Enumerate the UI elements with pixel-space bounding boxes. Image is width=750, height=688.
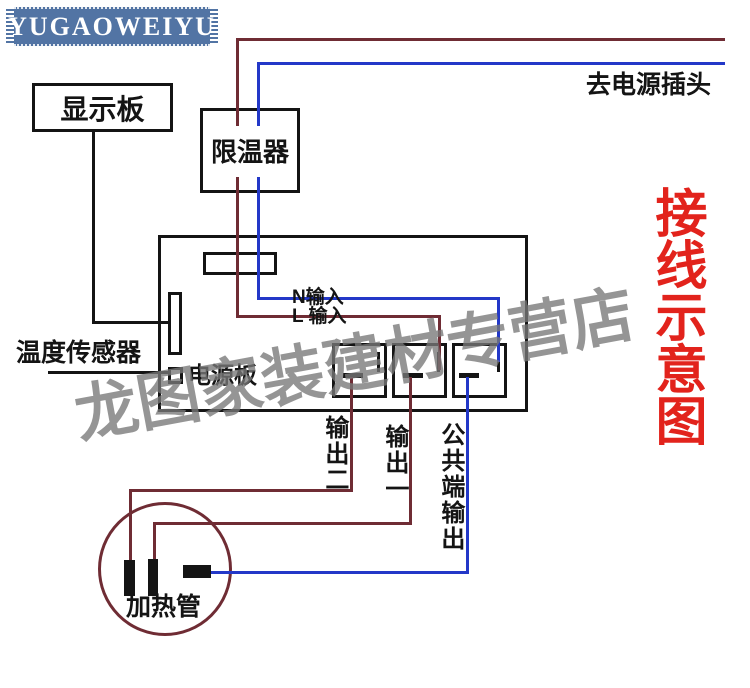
display-wire-vertical xyxy=(92,132,95,324)
output1-wire-horizontal xyxy=(153,522,412,525)
to-power-plug-label: 去电源插头 xyxy=(586,71,712,99)
brand-text: YUGAOWEIYU xyxy=(8,11,216,41)
neutral-wire-top-horizontal xyxy=(257,62,725,65)
logo-fringe-right xyxy=(210,9,218,44)
neutral-wire-n-input-horizontal xyxy=(257,297,500,300)
live-wire-l-input-horizontal xyxy=(236,315,441,318)
power-board-label: 电源板 xyxy=(188,362,257,388)
live-wire-limiter-to-board xyxy=(236,177,239,318)
common-output-label: 公共端输出 xyxy=(436,422,464,552)
sensor-wire-horizontal xyxy=(48,371,170,374)
output2-wire-to-heater xyxy=(129,489,132,563)
brand-logo: YUGAOWEIYU xyxy=(6,7,218,46)
terminal-pin-block1 xyxy=(377,352,380,372)
neutral-wire-drop-to-limiter xyxy=(257,62,260,126)
output1-label: 输出一 xyxy=(380,424,408,502)
live-wire-top-horizontal xyxy=(236,38,725,41)
heater-common-lug xyxy=(183,565,211,578)
l-input-label: L 输入 xyxy=(292,306,347,327)
output2-wire-horizontal xyxy=(129,489,353,492)
neutral-wire-drop-block3 xyxy=(497,297,500,362)
power-board-top-connector xyxy=(203,252,277,275)
common-output-wire-vertical xyxy=(466,377,469,574)
display-board-box: 显示板 xyxy=(32,83,173,132)
terminal-pin-block3 xyxy=(497,352,500,372)
display-board-label: 显示板 xyxy=(60,93,145,125)
live-wire-drop-block2 xyxy=(438,315,441,370)
heater-electrode-1 xyxy=(124,560,135,596)
temp-limiter-label: 限温器 xyxy=(210,137,289,167)
display-wire-horizontal xyxy=(92,321,171,324)
output2-wire-vertical xyxy=(350,377,353,491)
output1-wire-vertical xyxy=(409,377,412,525)
logo-background xyxy=(14,7,210,46)
neutral-wire-limiter-to-board xyxy=(257,177,260,300)
heating-tube-circle xyxy=(98,502,232,636)
sensor-connector-square xyxy=(168,367,183,384)
logo-fringe-left xyxy=(6,9,14,44)
output1-wire-to-heater xyxy=(153,522,156,562)
diagram-title: 接线示意图 xyxy=(647,186,705,446)
terminal-bar-block1 xyxy=(343,373,363,378)
temp-limiter-box: 限温器 xyxy=(200,108,300,193)
terminal-bar-block3 xyxy=(459,373,479,378)
heating-tube-label: 加热管 xyxy=(126,593,202,621)
output2-label: 输出二 xyxy=(320,415,348,493)
heater-electrode-2 xyxy=(148,559,158,596)
temp-sensor-label: 温度传感器 xyxy=(16,339,142,367)
live-wire-drop-to-limiter xyxy=(236,38,239,126)
common-output-wire-horizontal xyxy=(210,571,469,574)
n-input-label: N输入 xyxy=(292,287,344,308)
terminal-bar-block2 xyxy=(403,373,423,378)
